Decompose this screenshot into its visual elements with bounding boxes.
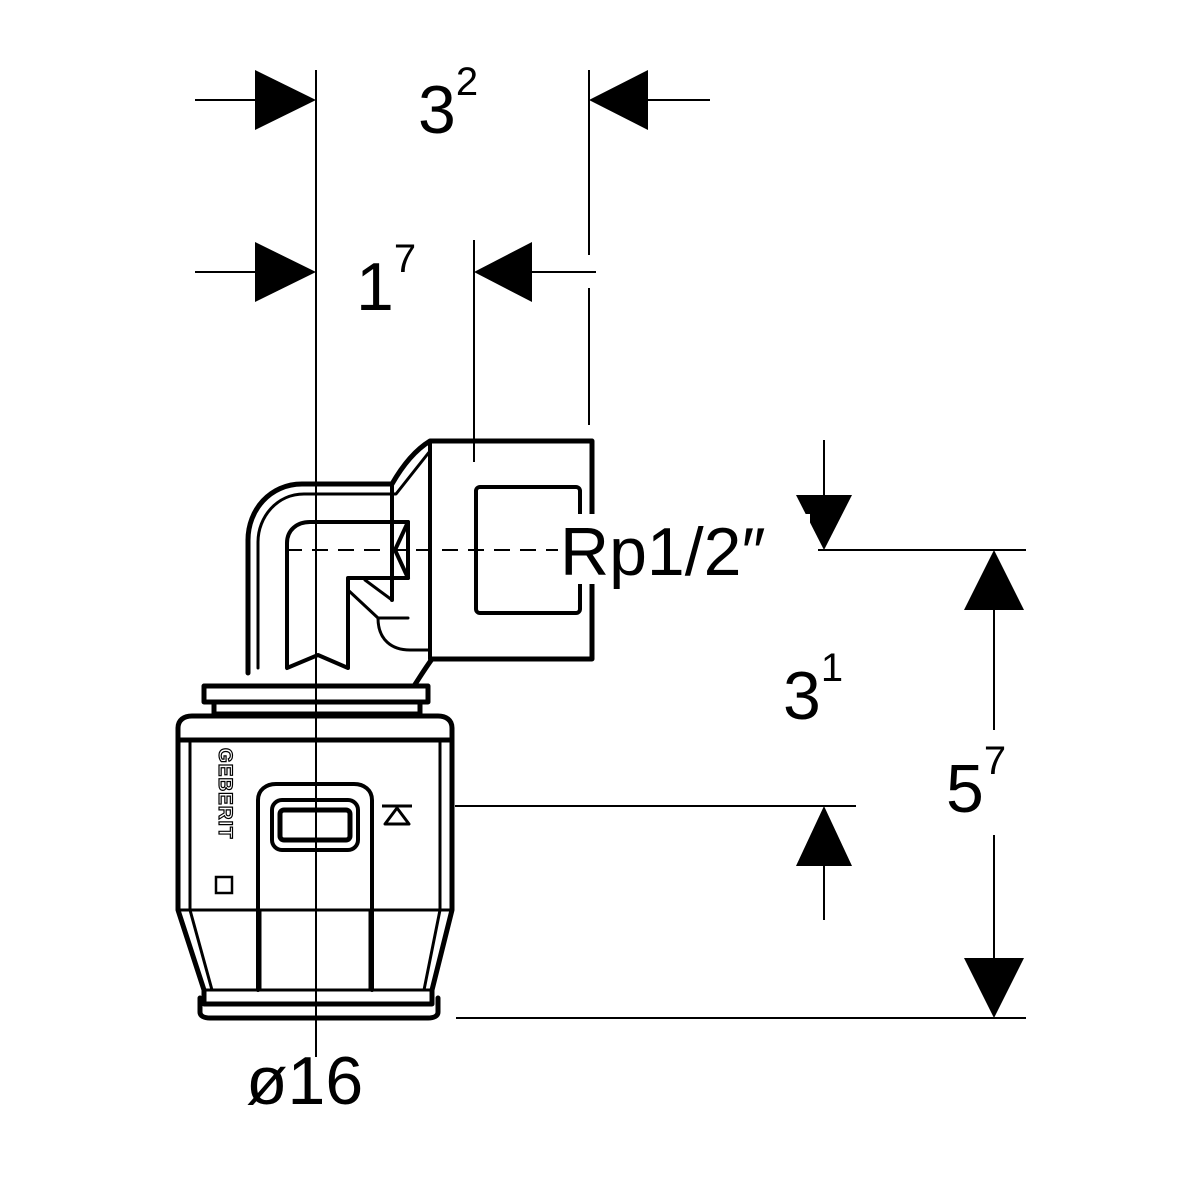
thread-label: Rp1/2″	[560, 514, 766, 590]
elbow-outer-outline-inner	[256, 449, 432, 670]
geberit-logo-icon: GEBERIT	[213, 747, 236, 895]
brand-logo-text: GEBERIT	[214, 748, 235, 839]
elbow-hatch	[346, 578, 394, 620]
dim-top-inner: 17	[356, 237, 416, 325]
arrow-insertion-up	[796, 806, 852, 866]
arrow-top-left-overall	[255, 70, 316, 130]
dim-right-upper: 31	[783, 646, 843, 734]
press-sleeve-bottom-ring	[197, 995, 441, 1021]
arrow-top-right-inner	[474, 242, 532, 302]
dimension-lines	[195, 70, 1026, 1019]
elbow-fillet	[376, 616, 432, 652]
center-lines	[286, 70, 560, 1057]
dim-right-overall: 57	[946, 739, 1006, 827]
arrow-thread-down	[796, 495, 852, 550]
diameter-label: ø16	[246, 1043, 363, 1119]
arrow-top-left-inner	[255, 242, 316, 302]
arrow-right-overall-down	[964, 958, 1024, 1018]
dim-top-overall: 32	[418, 60, 478, 148]
inspection-window-outer	[256, 782, 374, 992]
arrow-right-overall-up	[964, 550, 1024, 610]
press-sleeve-top	[175, 713, 455, 743]
collar-ring	[201, 683, 431, 705]
dimension-arrows	[255, 70, 1024, 1018]
elbow-flow-channel	[285, 520, 410, 670]
thread-label-backing	[558, 514, 810, 584]
insertion-depth-mark-icon	[382, 804, 412, 826]
elbow-fitting	[175, 438, 595, 1021]
arrow-top-right-overall	[589, 70, 648, 130]
elbow-outer-outline	[243, 438, 595, 689]
press-sleeve-body	[175, 737, 455, 1007]
